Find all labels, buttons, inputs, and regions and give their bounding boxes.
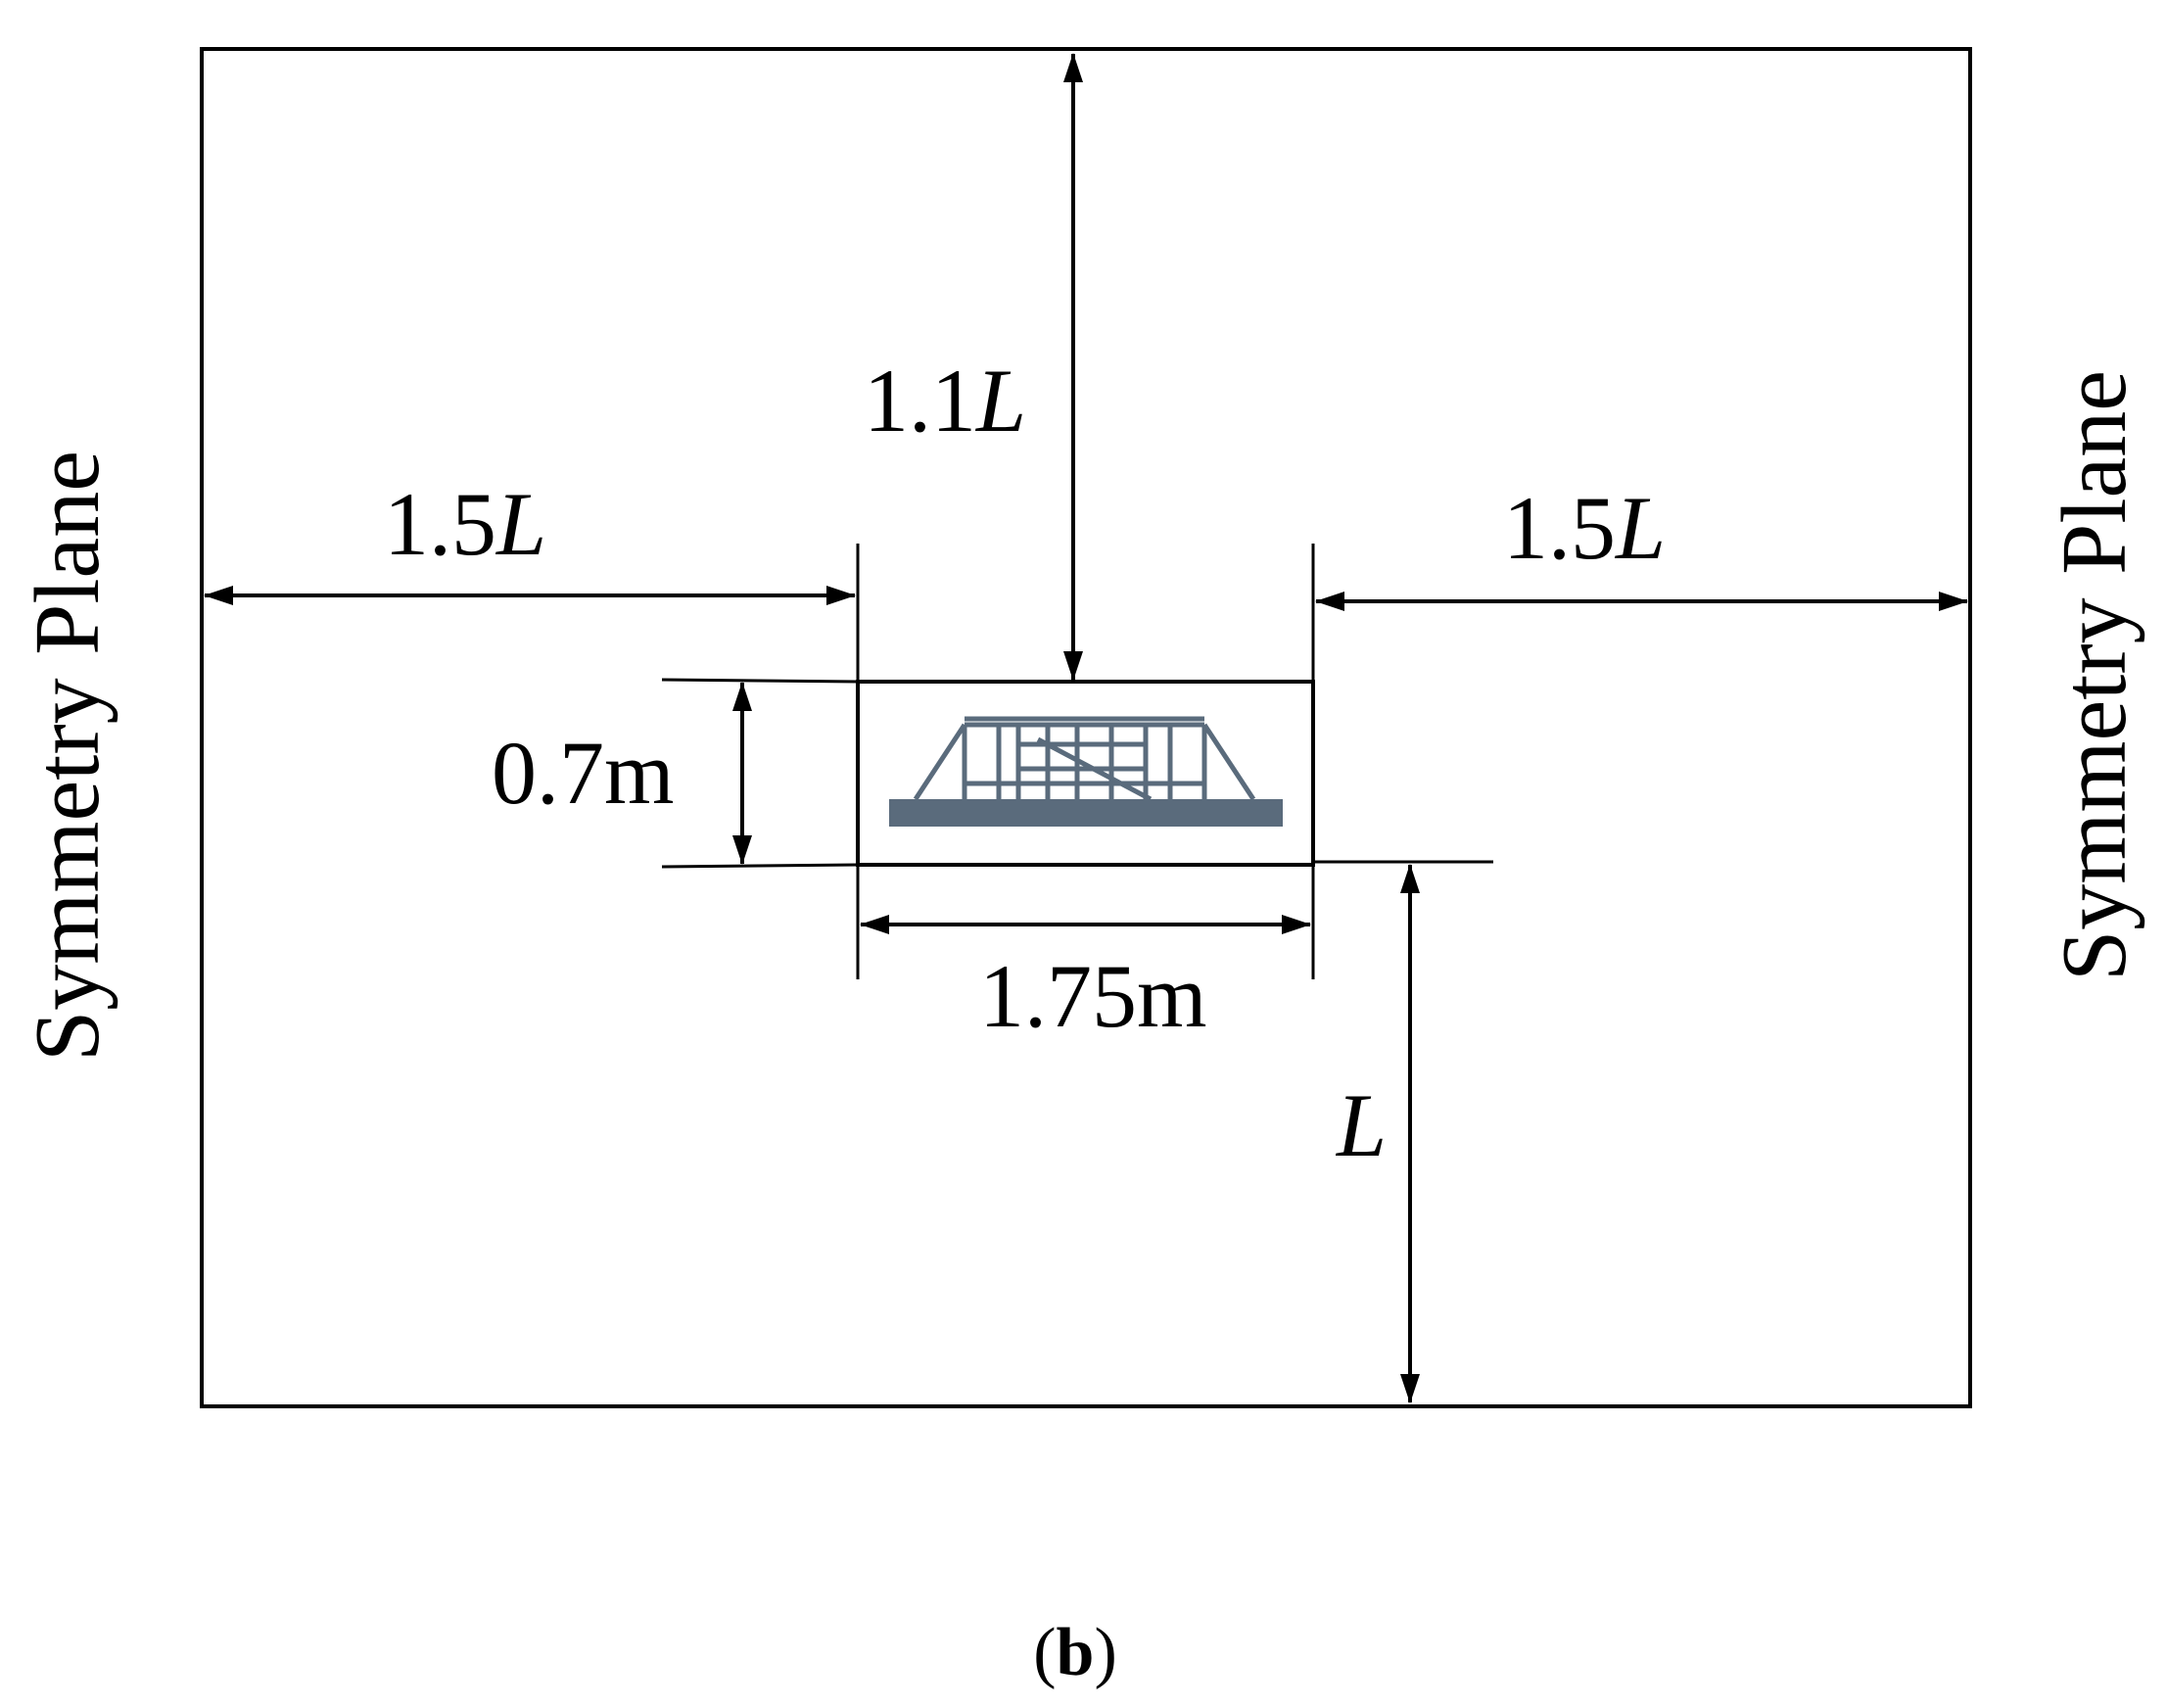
extension-lines <box>661 544 1493 979</box>
right-symmetry-plane-label: Symmetry Plane <box>2044 370 2145 981</box>
height-label: 0.7m <box>492 723 675 823</box>
width-label: 1.75m <box>979 946 1207 1046</box>
floating-structure-icon <box>889 716 1283 827</box>
structure-box <box>856 680 1315 867</box>
figure-caption: (b) <box>1033 1615 1117 1690</box>
domain-boundary <box>200 47 1972 1408</box>
left-gap-label: 1.5L <box>384 474 546 574</box>
top-gap-label: 1.1L <box>864 351 1026 451</box>
left-symmetry-plane-label: Symmetry Plane <box>17 451 118 1062</box>
bottom-gap-label: L <box>1335 1075 1387 1175</box>
right-gap-label: 1.5L <box>1503 478 1666 578</box>
